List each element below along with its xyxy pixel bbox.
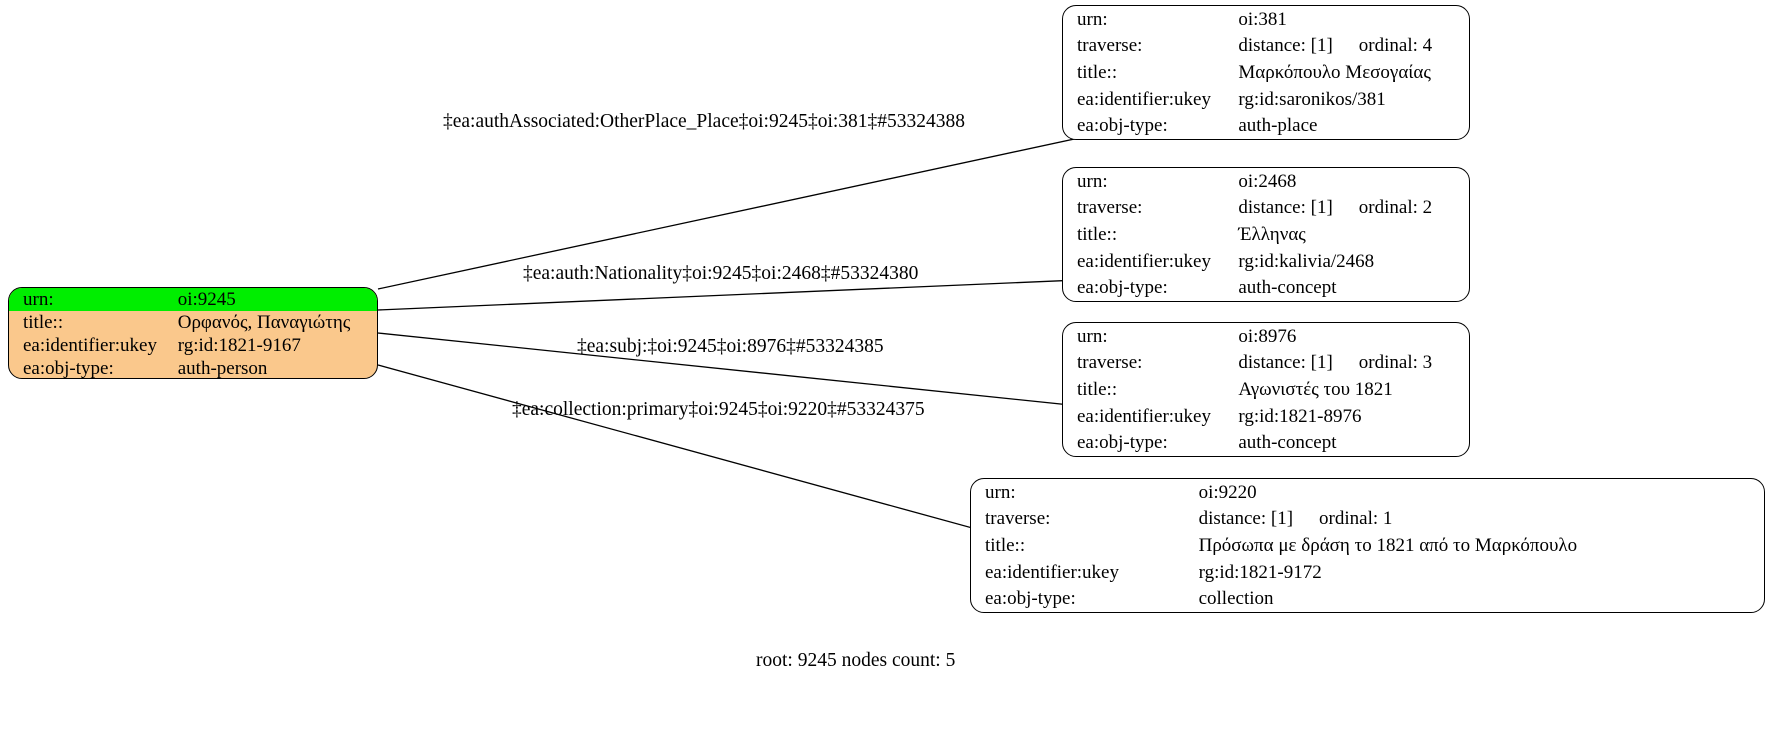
node-381-urn-key: urn: xyxy=(1077,8,1108,30)
node-8976-title-key: title:: xyxy=(1077,378,1118,400)
node-8976-traverse-key: traverse: xyxy=(1077,352,1143,374)
node-8976-title-value: Αγωνιστές του 1821 xyxy=(1238,378,1393,400)
edge-label-to-381: ‡ea:authAssociated:OtherPlace_Place‡oi:9… xyxy=(443,111,966,132)
node-381-row-traverse: traverse: distance: [1] ordinal: 4 xyxy=(1063,33,1469,60)
node-381-row-urn: urn: oi:381 xyxy=(1063,6,1469,33)
root-node-9245[interactable]: urn: oi:9245 title:: Ορφανός, Παναγιώτης… xyxy=(8,287,378,379)
root-objtype-value: auth-person xyxy=(177,358,268,379)
edge-label-to-9220: ‡ea:collection:primary‡oi:9245‡oi:9220‡#… xyxy=(512,399,925,420)
root-urn-value: oi:9245 xyxy=(177,288,377,311)
node-9220-row-title: title:: Πρόσωπα με δράση το 1821 από το … xyxy=(971,532,1764,559)
root-ukey-value: rg:id:1821-9167 xyxy=(177,335,301,356)
target-node-9220[interactable]: urn: oi:9220 traverse: distance: [1] ordi… xyxy=(970,478,1765,613)
node-9220-ukey-key: ea:identifier:ukey xyxy=(985,561,1119,583)
target-node-8976[interactable]: urn: oi:8976 traverse: distance: [1] ordi… xyxy=(1062,322,1470,457)
node-381-objtype-key: ea:obj-type: xyxy=(1077,115,1168,137)
node-8976-distance: distance: [1] xyxy=(1238,352,1333,374)
node-2468-urn-value: oi:2468 xyxy=(1238,170,1297,192)
node-8976-row-title: title:: Αγωνιστές του 1821 xyxy=(1063,376,1469,403)
node-2468-ukey-key: ea:identifier:ukey xyxy=(1077,250,1211,272)
node-9220-rows: urn: oi:9220 traverse: distance: [1] ordi… xyxy=(971,479,1764,612)
node-9220-urn-value: oi:9220 xyxy=(1198,481,1257,503)
node-2468-ukey-value: rg:id:kalivia/2468 xyxy=(1238,250,1375,272)
root-title-value: Ορφανός, Παναγιώτης xyxy=(177,312,351,333)
root-ukey-key: ea:identifier:ukey xyxy=(23,335,157,356)
graph-caption: root: 9245 nodes count: 5 xyxy=(756,650,956,671)
target-node-381[interactable]: urn: oi:381 traverse: distance: [1] ordin… xyxy=(1062,5,1470,140)
root-title-key: title:: xyxy=(23,312,64,333)
node-381-title-key: title:: xyxy=(1077,61,1118,83)
node-381-urn-value: oi:381 xyxy=(1238,8,1287,30)
node-9220-row-ukey: ea:identifier:ukey rg:id:1821-9172 xyxy=(971,559,1764,586)
node-8976-ukey-value: rg:id:1821-8976 xyxy=(1238,405,1362,427)
node-9220-ordinal: ordinal: 1 xyxy=(1319,508,1393,530)
node-2468-row-traverse: traverse: distance: [1] ordinal: 2 xyxy=(1063,195,1469,222)
edge-label-to-2468: ‡ea:auth:Nationality‡oi:9245‡oi:2468‡#53… xyxy=(523,263,919,284)
node-9220-ukey-value: rg:id:1821-9172 xyxy=(1198,561,1322,583)
node-9220-traverse-value: distance: [1] ordinal: 1 xyxy=(1199,506,1764,533)
node-8976-row-traverse: traverse: distance: [1] ordinal: 3 xyxy=(1063,350,1469,377)
node-381-ukey-key: ea:identifier:ukey xyxy=(1077,88,1211,110)
node-2468-title-value: Έλληνας xyxy=(1238,223,1306,245)
node-2468-traverse-key: traverse: xyxy=(1077,197,1143,219)
node-2468-row-ukey: ea:identifier:ukey rg:id:kalivia/2468 xyxy=(1063,248,1469,275)
target-node-2468[interactable]: urn: oi:2468 traverse: distance: [1] ordi… xyxy=(1062,167,1470,302)
node-2468-row-urn: urn: oi:2468 xyxy=(1063,168,1469,195)
node-8976-row-objtype: ea:obj-type: auth-concept xyxy=(1063,429,1469,456)
node-8976-traverse-value: distance: [1] ordinal: 3 xyxy=(1238,350,1469,377)
node-9220-title-value: Πρόσωπα με δράση το 1821 από το Μαρκόπου… xyxy=(1198,534,1578,556)
node-8976-row-ukey: ea:identifier:ukey rg:id:1821-8976 xyxy=(1063,403,1469,430)
node-8976-row-urn: urn: oi:8976 xyxy=(1063,323,1469,350)
node-8976-rows: urn: oi:8976 traverse: distance: [1] ordi… xyxy=(1063,323,1469,456)
root-row-title: title:: Ορφανός, Παναγιώτης xyxy=(9,311,377,334)
node-381-traverse-value: distance: [1] ordinal: 4 xyxy=(1238,33,1469,60)
node-2468-traverse-value: distance: [1] ordinal: 2 xyxy=(1238,195,1469,222)
node-381-ukey-value: rg:id:saronikos/381 xyxy=(1238,88,1386,110)
node-8976-urn-key: urn: xyxy=(1077,325,1108,347)
node-2468-objtype-value: auth-concept xyxy=(1238,277,1337,299)
node-2468-row-objtype: ea:obj-type: auth-concept xyxy=(1063,274,1469,301)
node-2468-distance: distance: [1] xyxy=(1238,197,1333,219)
node-9220-row-objtype: ea:obj-type: collection xyxy=(971,585,1764,612)
node-381-traverse-key: traverse: xyxy=(1077,35,1143,57)
node-9220-urn-key: urn: xyxy=(985,481,1016,503)
node-8976-objtype-key: ea:obj-type: xyxy=(1077,432,1168,454)
node-381-objtype-value: auth-place xyxy=(1238,115,1318,137)
root-node-rows: urn: oi:9245 title:: Ορφανός, Παναγιώτης… xyxy=(9,288,377,379)
node-9220-distance: distance: [1] xyxy=(1198,508,1294,530)
node-381-row-title: title:: Μαρκόπουλο Μεσογαίας xyxy=(1063,59,1469,86)
node-8976-ordinal: ordinal: 3 xyxy=(1358,352,1433,374)
edge-label-to-8976: ‡ea:subj:‡oi:9245‡oi:8976‡#53324385 xyxy=(577,336,884,357)
node-9220-objtype-key: ea:obj-type: xyxy=(985,588,1076,610)
node-381-rows: urn: oi:381 traverse: distance: [1] ordin… xyxy=(1063,6,1469,139)
node-381-row-ukey: ea:identifier:ukey rg:id:saronikos/381 xyxy=(1063,86,1469,113)
root-objtype-key: ea:obj-type: xyxy=(23,358,114,379)
node-2468-objtype-key: ea:obj-type: xyxy=(1077,277,1168,299)
node-8976-urn-value: oi:8976 xyxy=(1238,325,1297,347)
node-8976-ukey-key: ea:identifier:ukey xyxy=(1077,405,1211,427)
node-2468-row-title: title:: Έλληνας xyxy=(1063,221,1469,248)
root-urn-key: urn: xyxy=(9,288,178,311)
node-2468-rows: urn: oi:2468 traverse: distance: [1] ordi… xyxy=(1063,168,1469,301)
root-row-objtype: ea:obj-type: auth-person xyxy=(9,357,377,379)
node-381-row-objtype: ea:obj-type: auth-place xyxy=(1063,112,1469,139)
node-9220-row-urn: urn: oi:9220 xyxy=(971,479,1764,506)
node-2468-ordinal: ordinal: 2 xyxy=(1358,197,1433,219)
root-row-ukey: ea:identifier:ukey rg:id:1821-9167 xyxy=(9,334,377,357)
node-381-ordinal: ordinal: 4 xyxy=(1358,35,1433,57)
node-2468-title-key: title:: xyxy=(1077,223,1118,245)
node-381-distance: distance: [1] xyxy=(1238,35,1333,57)
node-381-title-value: Μαρκόπουλο Μεσογαίας xyxy=(1238,61,1431,83)
node-9220-title-key: title:: xyxy=(985,534,1026,556)
node-2468-urn-key: urn: xyxy=(1077,170,1108,192)
node-9220-objtype-value: collection xyxy=(1198,588,1274,610)
root-row-urn: urn: oi:9245 xyxy=(9,288,377,311)
node-9220-row-traverse: traverse: distance: [1] ordinal: 1 xyxy=(971,506,1764,533)
node-9220-traverse-key: traverse: xyxy=(985,508,1051,530)
node-8976-objtype-value: auth-concept xyxy=(1238,432,1337,454)
